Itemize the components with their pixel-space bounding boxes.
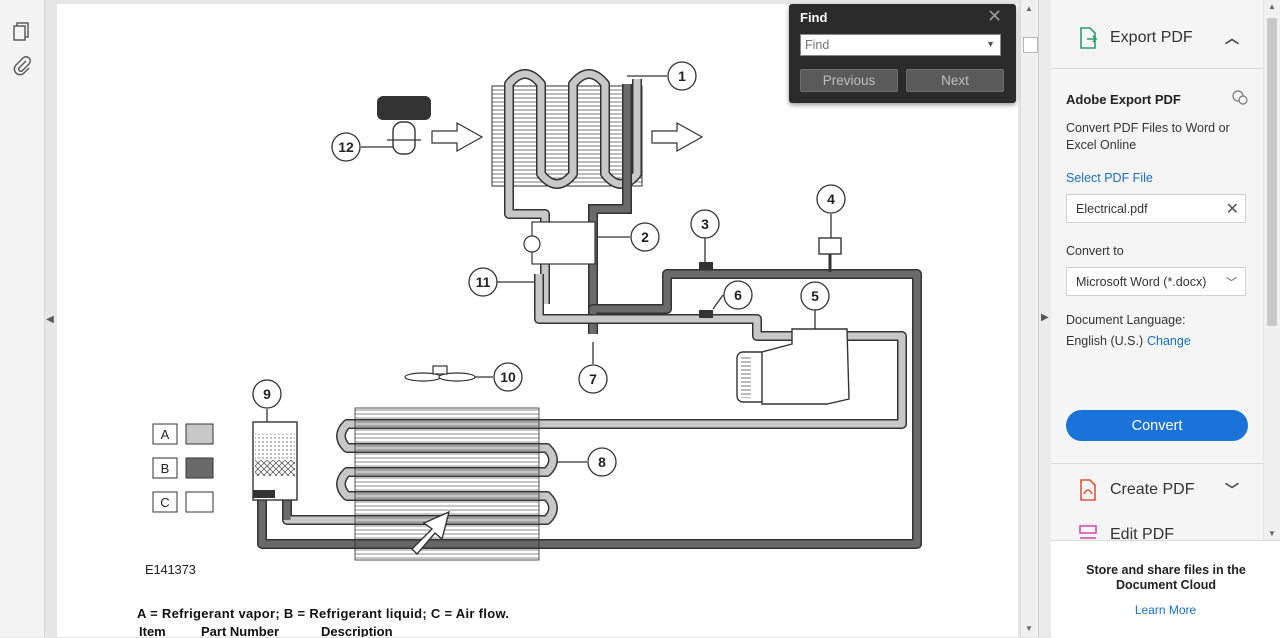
create-pdf-icon (1080, 479, 1096, 501)
scroll-thumb[interactable] (1267, 18, 1277, 326)
callout-11: 11 (476, 274, 491, 290)
change-language-link[interactable]: Change (1147, 334, 1191, 348)
find-input-box[interactable]: ▼ (800, 34, 1001, 56)
accumulator (252, 421, 298, 501)
figure-id: E141373 (145, 562, 196, 577)
document-scrollbar[interactable]: ▲ ▼ (1020, 0, 1038, 637)
callout-7: 7 (589, 371, 597, 387)
right-panel-toggle[interactable]: ▶ (1038, 0, 1051, 637)
cloud-text: Store and share files in the Document Cl… (1086, 563, 1246, 592)
legend: A B C (152, 423, 214, 513)
svg-text:C: C (160, 495, 169, 510)
scroll-up-icon[interactable]: ▲ (1025, 4, 1033, 13)
convert-button[interactable]: Convert (1066, 410, 1248, 441)
selected-file-box: Electrical.pdf ✕ (1066, 194, 1246, 223)
learn-more-link[interactable]: Learn More (1134, 603, 1197, 617)
svg-text:A: A (161, 427, 170, 442)
receiver-drier (377, 96, 431, 155)
document-cloud-box: Store and share files in the Document Cl… (1051, 540, 1280, 638)
pages-icon[interactable] (11, 20, 33, 42)
document-page: A B C 1 2 3 4 (57, 4, 1018, 637)
col-part-number: Part Number (201, 624, 280, 637)
find-input[interactable] (805, 38, 975, 52)
edit-pdf-label: Edit PDF (1110, 526, 1175, 541)
chevron-down-icon[interactable]: ﹀ (1226, 277, 1237, 289)
selected-file-name: Electrical.pdf (1076, 202, 1148, 216)
callout-12: 12 (338, 139, 354, 155)
export-pdf-label: Export PDF (1110, 29, 1193, 46)
callout-10: 10 (500, 369, 516, 385)
create-pdf-label: Create PDF (1110, 481, 1195, 498)
right-panel-scrollbar[interactable]: ▲ ▼ (1264, 0, 1280, 540)
callout-5: 5 (811, 288, 819, 304)
chevron-down-icon[interactable]: ﹀ (1225, 482, 1239, 498)
callout-6: 6 (734, 287, 742, 303)
find-previous-button[interactable]: Previous (800, 69, 898, 92)
callout-8: 8 (598, 454, 606, 470)
chevron-up-icon[interactable]: ︿ (1225, 30, 1239, 46)
find-dialog: Find ✕ ▼ Previous Next (789, 4, 1016, 103)
select-pdf-file-link[interactable]: Select PDF File (1066, 171, 1153, 185)
svg-text:B: B (161, 461, 170, 476)
scroll-down-icon[interactable]: ▼ (1268, 529, 1276, 538)
parts-table-header: Item Part Number Description (139, 624, 393, 637)
format-value: Microsoft Word (*.docx) (1076, 275, 1207, 289)
callout-3: 3 (701, 216, 709, 232)
find-title: Find (800, 10, 828, 25)
callout-1: 1 (678, 68, 686, 84)
convert-to-label: Convert to (1066, 244, 1124, 258)
dropdown-icon[interactable]: ▼ (986, 39, 995, 49)
close-icon[interactable]: ✕ (987, 6, 1003, 26)
ac-refrigerant-diagram: A B C 1 2 3 4 (152, 61, 922, 561)
attachment-icon[interactable] (11, 55, 33, 77)
col-description: Description (321, 624, 393, 637)
col-item: Item (139, 624, 166, 637)
edit-pdf-icon (1079, 525, 1097, 539)
condenser-core (491, 69, 643, 334)
callout-9: 9 (263, 386, 271, 402)
create-pdf-header[interactable]: Create PDF ﹀ (1051, 470, 1263, 510)
export-description: Convert PDF Files to Word or Excel Onlin… (1066, 121, 1230, 152)
find-next-button[interactable]: Next (906, 69, 1004, 92)
right-tools-panel: Export PDF ︿ Adobe Export PDF Convert PD… (1051, 0, 1263, 637)
export-pdf-icon (1080, 27, 1098, 49)
callout-4: 4 (827, 191, 835, 207)
remove-file-icon[interactable]: ✕ (1225, 201, 1239, 218)
language-label: Document Language: (1066, 313, 1186, 327)
scroll-thumb[interactable] (1023, 37, 1038, 53)
scroll-up-icon[interactable]: ▲ (1268, 2, 1276, 11)
callout-2: 2 (641, 229, 649, 245)
figure-caption: A = Refrigerant vapor; B = Refrigerant l… (137, 606, 510, 621)
collapse-left-icon[interactable]: ◀ (46, 313, 54, 325)
scroll-down-icon[interactable]: ▼ (1025, 624, 1033, 633)
format-select[interactable]: Microsoft Word (*.docx) ﹀ (1066, 267, 1246, 296)
left-tool-rail (0, 0, 45, 637)
language-value: English (U.S.) (1066, 334, 1144, 348)
compressor (736, 328, 850, 405)
adobe-export-title: Adobe Export PDF (1066, 92, 1181, 107)
expand-right-icon[interactable]: ▶ (1041, 312, 1049, 323)
edit-pdf-header[interactable]: Edit PDF (1051, 515, 1263, 541)
blower-fan (404, 365, 476, 382)
info-icon[interactable] (1232, 90, 1248, 106)
export-pdf-header[interactable]: Export PDF ︿ (1051, 18, 1263, 58)
